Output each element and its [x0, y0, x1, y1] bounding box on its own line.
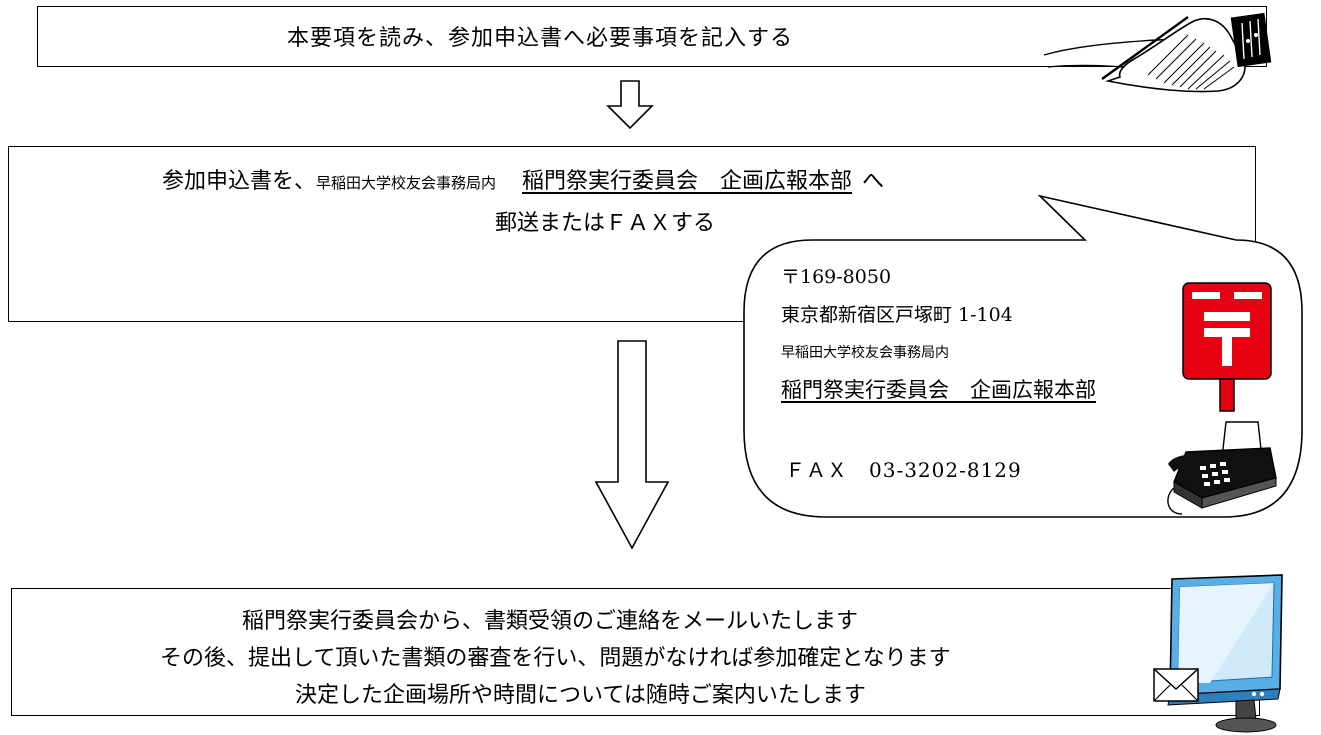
callout-office: 早稲田大学校友会事務局内	[781, 345, 949, 361]
step3-line1: 稲門祭実行委員会から、書類受領のご連絡をメールいたします	[242, 609, 859, 634]
step2-line2: 郵送またはＦＡＸする	[495, 211, 716, 236]
callout-postal: 〒169-8050	[781, 266, 892, 288]
step1-text: 本要項を読み、参加申込書へ必要事項を記入する	[287, 26, 794, 51]
step2-line1: 参加申込書を、早稲田大学校友会事務局内 稲門祭実行委員会 企画広報本部へ	[162, 163, 884, 195]
step2-prefix: 参加申込書を、	[162, 169, 317, 194]
step3-line2: その後、提出して頂いた書類の審査を行い、問題がなければ参加確定となります	[160, 646, 951, 671]
fax-machine-icon	[1167, 421, 1277, 515]
postbox-icon	[1182, 282, 1272, 412]
down-arrow-icon	[594, 340, 670, 550]
callout-address: 東京都新宿区戸塚町 1-104	[781, 304, 1013, 326]
writing-hand-icon	[1043, 12, 1272, 93]
computer-mail-icon	[1153, 574, 1283, 733]
step3-box	[11, 588, 1260, 716]
step1-box	[37, 6, 1267, 67]
step2-suffix: へ	[862, 169, 885, 194]
step2-office-small: 早稲田大学校友会事務局内	[316, 174, 497, 192]
callout-org: 稲門祭実行委員会 企画広報本部	[781, 378, 1096, 402]
step3-line3: 決定した企画場所や時間については随時ご案内いたします	[295, 683, 866, 708]
callout-fax: ＦＡＸ 03-3202-8129	[785, 458, 1022, 482]
step2-org: 稲門祭実行委員会 企画広報本部	[522, 169, 853, 194]
down-arrow-icon	[606, 80, 654, 130]
